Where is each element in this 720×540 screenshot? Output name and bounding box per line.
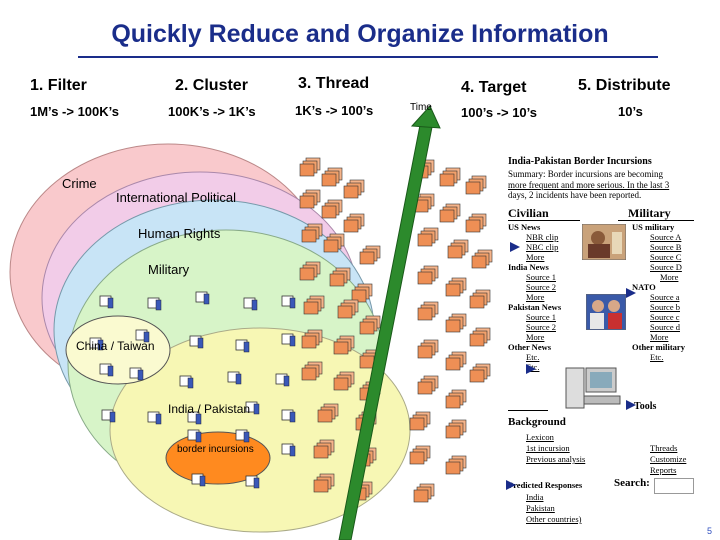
military-label: Military [148,262,190,277]
page-number: 5 [706,526,712,536]
computer-workstation-image [565,367,621,409]
civilian-group-us-news: US News [508,222,541,232]
play-icon [510,242,520,252]
military-link[interactable]: Source D [650,262,682,272]
play-icon [626,288,636,298]
civilian-heading: Civilian [508,206,549,220]
panel-summary: Summary: Border incursions are becoming … [508,169,698,201]
panel-title: India-Pakistan Border Incursions [508,156,652,167]
summary-line: days, 2 incidents have been reported. [508,190,642,200]
civilian-link[interactable]: More [526,292,545,302]
predicted-responses-heading: Predicted Responses [508,480,583,490]
briefing-document-panel: India-Pakistan Border Incursions Summary… [500,152,700,532]
civilian-link[interactable]: Source 1 [526,312,556,322]
human-rights-label: Human Rights [138,226,221,241]
play-icon [626,400,636,410]
threads-link[interactable]: Threads [650,443,678,453]
civilian-link[interactable]: NBR clip [526,232,559,242]
summary-line: Summary: Border incursions are becoming [508,169,663,179]
civilian-group-pakistan-news: Pakistan News [508,302,562,312]
time-arrow [338,105,441,540]
search-label: Search: [614,477,650,489]
search-input[interactable] [654,478,694,494]
civilian-link[interactable]: Source 2 [526,322,556,332]
crime-label: Crime [62,176,97,191]
civilian-group-other-news: Other News [508,342,552,352]
background-link[interactable]: Previous analysis [526,454,586,464]
military-group-other: Other military [632,342,685,352]
tools-left-rule [508,410,548,411]
civilian-link[interactable]: More [526,332,545,342]
international-political-label: International Political [116,190,236,205]
predicted-link[interactable]: Pakistan [526,503,555,513]
military-group-us: US military [632,222,675,232]
background-link[interactable]: 1st incursion [526,443,570,453]
civilian-link[interactable]: Etc. [526,362,540,372]
background-link[interactable]: Lexicon [526,432,554,442]
stage-distribute-label: 5. Distribute [578,77,671,94]
predicted-link[interactable]: Other countries) [526,514,582,524]
china-taiwan-label: China / Taiwan [76,339,155,353]
india-pakistan-label: India / Pakistan [168,402,251,416]
military-heading: Military [628,206,671,220]
leaders-photo-image [586,294,626,330]
civilian-rule [508,220,580,221]
civilian-link[interactable]: More [526,252,545,262]
slide-title: Quickly Reduce and Organize Information [111,20,609,48]
play-icon [526,364,536,374]
military-link[interactable]: Source d [650,322,680,332]
civilian-link[interactable]: NBC clip [526,242,559,252]
stage-filter-volume: 1M’s -> 100K’s [30,104,120,119]
border-incursions-circle [165,431,271,485]
reports-link[interactable]: Reports [650,465,677,475]
military-link[interactable]: Etc. [650,352,664,362]
stage-target-label: 4. Target [461,79,527,96]
military-link[interactable]: Source a [650,292,680,302]
stage-target-volume: 100’s -> 10’s [461,105,538,120]
military-group-nato: NATO [632,282,656,292]
military-link[interactable]: More [660,272,679,282]
stage-filter-label: 1. Filter [30,77,87,94]
military-link[interactable]: Source b [650,302,680,312]
stage-cluster-label: 2. Cluster [175,77,248,94]
military-link[interactable]: More [650,332,669,342]
military-rule [618,220,694,221]
background-heading: Background [508,416,566,428]
time-label: Time [410,102,432,113]
customize-link[interactable]: Customize [650,454,687,464]
predicted-link[interactable]: India [526,492,544,502]
civilian-link[interactable]: Source 2 [526,282,556,292]
panel-markers [506,242,636,490]
stage-cluster-volume: 100K’s -> 1K’s [168,104,256,119]
military-link[interactable]: Source A [650,232,682,242]
summary-line: more frequent and more serious. In the l… [508,179,670,190]
stage-distribute-volume: 10’s [618,104,643,119]
target-document-stacks [409,159,493,503]
military-link[interactable]: Source c [650,312,680,322]
civilian-link[interactable]: Source 1 [526,272,556,282]
play-icon [506,480,516,490]
civilian-group-india-news: India News [508,262,549,272]
civilian-link[interactable]: Etc. [526,352,540,362]
border-incursions-label: border incursions [177,444,254,455]
stage-thread-volume: 1K’s -> 100’s [295,103,374,118]
military-link[interactable]: Source B [650,242,682,252]
news-photo-image [582,224,626,260]
military-link[interactable]: Source C [650,252,682,262]
stage-thread-label: 3. Thread [298,75,370,92]
title-underline [78,56,658,58]
tools-label: Tools [634,401,657,412]
